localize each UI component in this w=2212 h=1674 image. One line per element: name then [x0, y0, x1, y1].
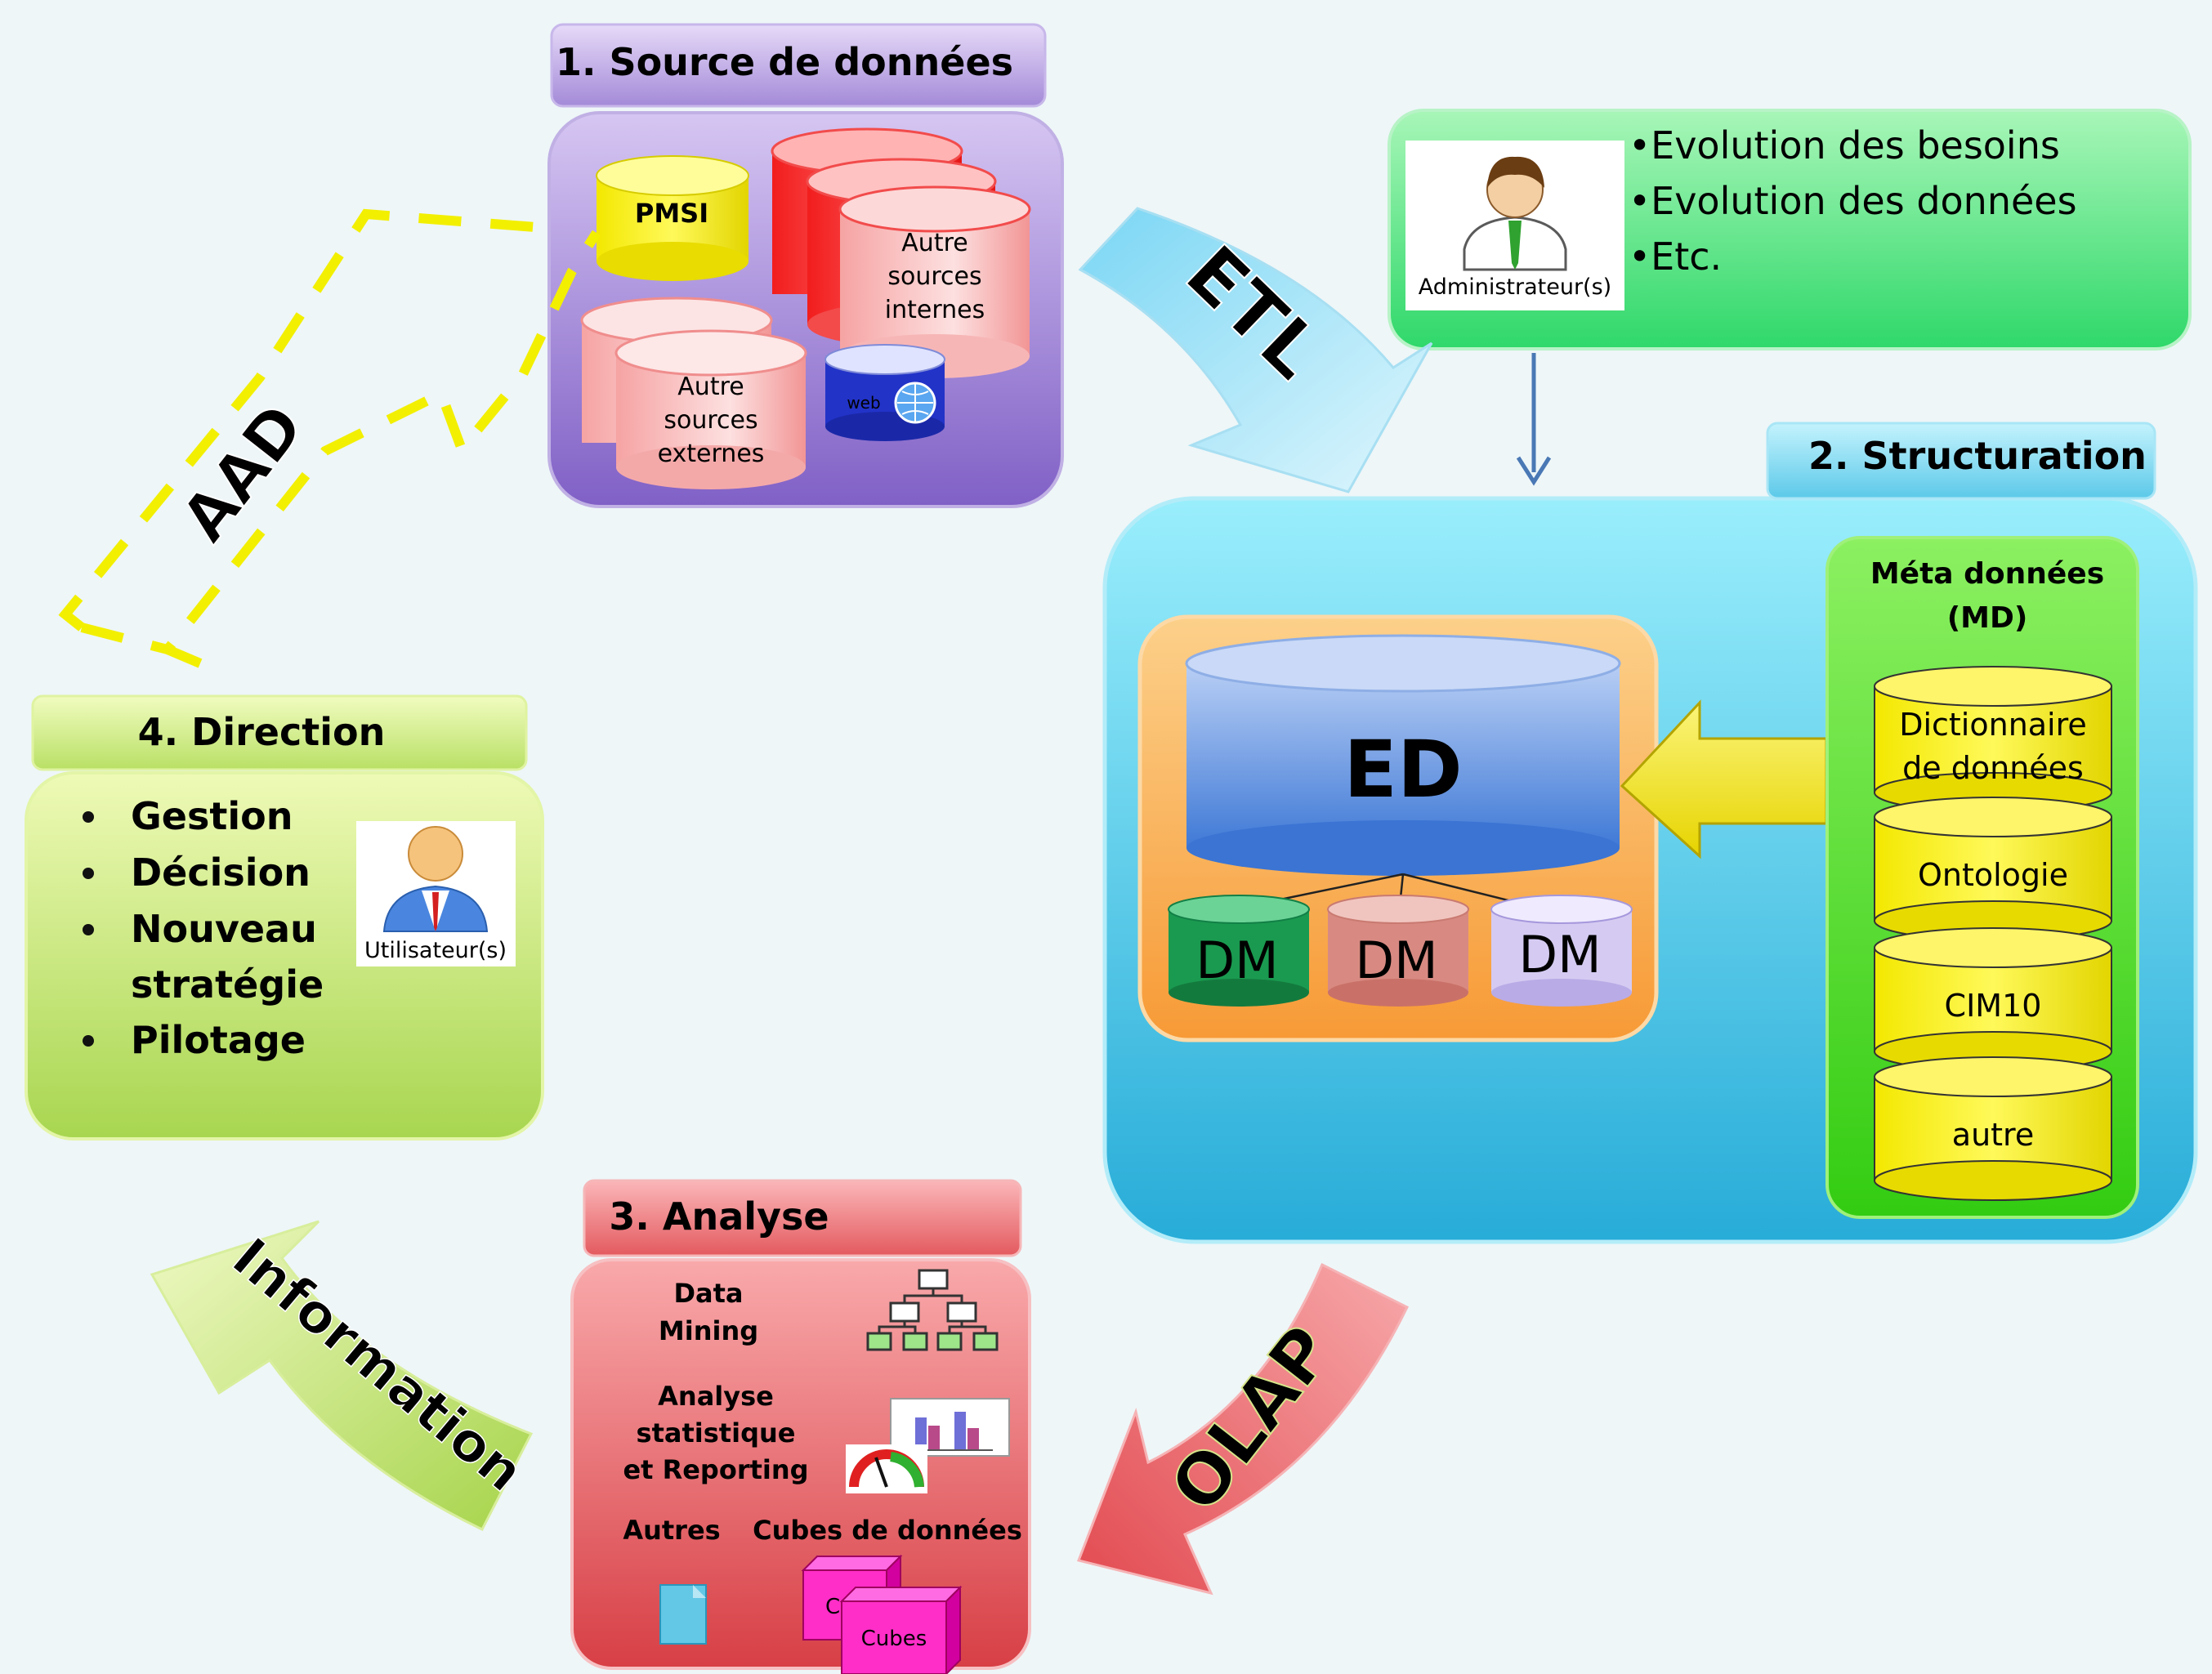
analysis-section: 3. Analyse Data Mining Analyse statistiq…	[570, 1179, 1031, 1674]
admin-bullet-2: •Evolution des données	[1629, 179, 2077, 223]
internal-sources-line-1: Autre	[901, 229, 967, 257]
warehouse-label: ED	[1343, 724, 1462, 815]
stats-line-3: et Reporting	[623, 1454, 808, 1485]
data-mining-line-2: Mining	[659, 1315, 758, 1346]
pmsi-database-icon: PMSI	[596, 155, 749, 281]
direction-item-pilotage: Pilotage	[131, 1018, 306, 1062]
information-arrow: Information	[150, 1220, 536, 1531]
internal-sources-line-3: internes	[885, 296, 985, 324]
bullet-icon	[83, 1035, 94, 1047]
analysis-panel	[570, 1258, 1031, 1670]
source-section: 1. Source de données PMSI Autre sources …	[547, 23, 1064, 508]
document-icon	[659, 1584, 707, 1645]
stats-line-1: Analyse	[658, 1381, 774, 1412]
external-sources-line-2: sources	[664, 406, 757, 435]
direction-header	[31, 694, 528, 771]
administrator-avatar-icon	[1463, 156, 1567, 271]
gauge-icon	[846, 1444, 927, 1493]
external-sources-line-3: externes	[658, 440, 765, 468]
datamart-2-icon: DM	[1327, 895, 1469, 1007]
admin-bullet-3: •Etc.	[1629, 234, 1722, 279]
analysis-title: 3. Analyse	[609, 1194, 829, 1239]
admin-bullet-1: •Evolution des besoins	[1629, 123, 2060, 167]
cubes-title: Cubes de données	[753, 1515, 1022, 1546]
etl-arrow: ETL	[1078, 207, 1433, 493]
direction-title: 4. Direction	[138, 710, 386, 754]
user-label: Utilisateur(s)	[364, 938, 507, 963]
datamart-2-label: DM	[1355, 931, 1437, 990]
ontology-database-icon: Ontologie	[1874, 797, 2112, 941]
structuration-header	[1766, 422, 2156, 500]
dictionary-database-icon: Dictionnaire de données	[1874, 666, 2112, 813]
structuration-title: 2. Structuration	[1808, 434, 2147, 478]
olap-arrow: OLAP	[1076, 1262, 1409, 1596]
cube-front-label: Cubes	[861, 1627, 927, 1651]
stats-line-2: statistique	[637, 1417, 796, 1449]
metadata-to-warehouse-arrow	[1620, 699, 1828, 859]
administrator-label: Administrateur(s)	[1419, 275, 1611, 300]
aad-label: AAD	[168, 391, 319, 556]
data-mining-line-1: Data	[673, 1278, 743, 1309]
dictionary-label-line-1: Dictionnaire	[1899, 707, 2087, 743]
metadata-title-line-1: Méta données	[1870, 557, 2104, 591]
datamart-1-icon: DM	[1168, 895, 1310, 1007]
bullet-icon	[83, 868, 94, 879]
others-label: Autres	[623, 1515, 720, 1546]
other-metadata-label: autre	[1952, 1117, 2034, 1153]
analysis-header	[583, 1179, 1022, 1257]
admin-to-structuration-arrow	[1516, 353, 1552, 486]
decision-tree-icon	[866, 1269, 999, 1351]
external-sources-database-icon: Autre sources externes	[580, 297, 807, 489]
bullet-icon	[83, 924, 94, 935]
direction-item-strategie: stratégie	[131, 962, 324, 1007]
data-cubes-icon: C Cubes	[801, 1554, 963, 1674]
dictionary-label-line-2: de données	[1902, 750, 2084, 786]
internal-sources-database-icon: Autre sources internes	[771, 127, 1031, 378]
bullet-icon	[83, 811, 94, 823]
web-label: web	[847, 393, 880, 413]
direction-section: 4. Direction Gestion Décision Nouveau st…	[25, 694, 544, 1141]
ontology-label: Ontologie	[1918, 857, 2068, 893]
cim10-label: CIM10	[1945, 988, 2042, 1024]
internal-sources-line-2: sources	[887, 262, 981, 291]
aad-dashed-arrow: AAD	[58, 208, 601, 668]
datamart-1-label: DM	[1195, 931, 1278, 990]
structuration-section: 2. Structuration ED DM DM	[1102, 422, 2198, 1244]
other-metadata-database-icon: autre	[1874, 1056, 2112, 1201]
user-avatar-icon	[382, 826, 489, 932]
web-database-icon: web	[824, 344, 945, 441]
source-title: 1. Source de données	[556, 40, 1013, 84]
datamart-3-icon: DM	[1490, 895, 1633, 1007]
direction-item-decision: Décision	[131, 850, 311, 895]
pmsi-label: PMSI	[635, 198, 708, 229]
direction-item-nouveau: Nouveau	[131, 907, 317, 951]
admin-section: Administrateur(s) •Evolution des besoins…	[1388, 109, 2192, 350]
metadata-title-line-2: (MD)	[1947, 601, 2028, 635]
warehouse-database-icon: ED	[1185, 634, 1621, 876]
source-header	[550, 23, 1047, 108]
cube-back-label: C	[825, 1595, 840, 1619]
datamart-3-label: DM	[1518, 925, 1601, 984]
cim10-database-icon: CIM10	[1874, 927, 2112, 1072]
direction-item-gestion: Gestion	[131, 794, 293, 838]
external-sources-line-1: Autre	[677, 373, 744, 401]
